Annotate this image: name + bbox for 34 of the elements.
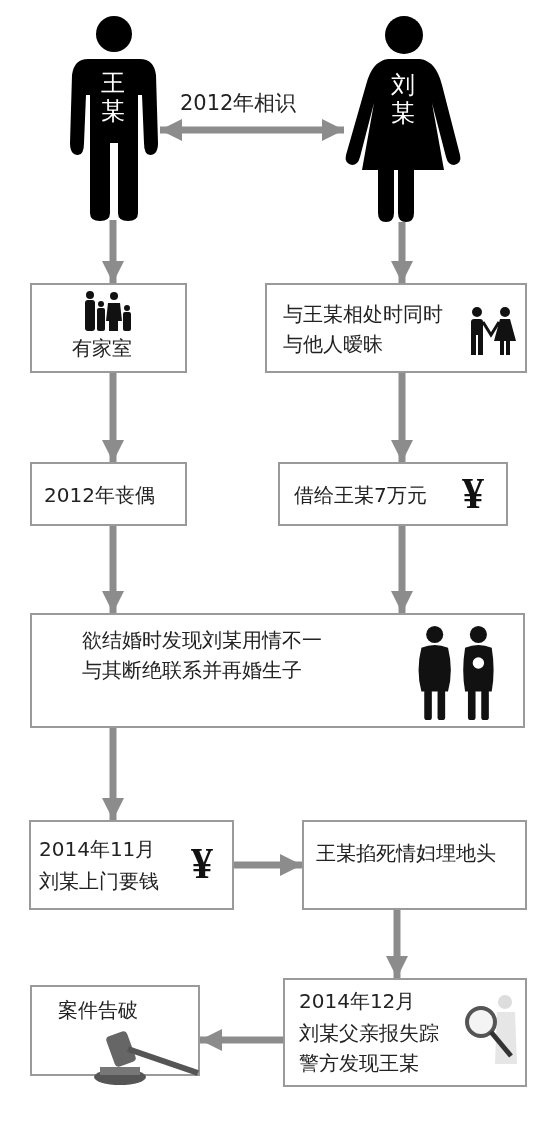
step-box bbox=[30, 283, 187, 373]
step-text: 刘某上门要钱 bbox=[39, 868, 160, 895]
step-box bbox=[278, 462, 508, 526]
step-box bbox=[283, 978, 527, 1087]
step-text: 2012年丧偶 bbox=[44, 482, 156, 509]
step-box bbox=[302, 820, 527, 910]
arrow bbox=[385, 910, 409, 978]
arrow bbox=[390, 526, 414, 613]
step-text: 有家室 bbox=[72, 335, 133, 362]
arrow bbox=[200, 1028, 283, 1052]
yuan-sign: ¥ bbox=[462, 472, 484, 516]
step-text: 刘某父亲报失踪警方发现王某 bbox=[299, 1020, 440, 1077]
arrow bbox=[390, 373, 414, 462]
step-text: 2014年11月 bbox=[39, 836, 157, 863]
step-text: 欲结婚时发现刘某用情不一与其断绝联系并再婚生子 bbox=[82, 627, 323, 684]
step-box bbox=[265, 283, 527, 373]
step-text: 案件告破 bbox=[58, 997, 139, 1024]
arrow bbox=[101, 220, 125, 283]
arrow bbox=[234, 853, 302, 877]
figure-label: 刘某 bbox=[390, 71, 416, 127]
arrow bbox=[101, 728, 125, 820]
step-text: 王某掐死情妇埋地头 bbox=[316, 840, 497, 867]
step-box bbox=[29, 820, 234, 910]
arrow bbox=[101, 526, 125, 613]
step-box bbox=[30, 613, 525, 728]
step-box bbox=[30, 462, 187, 526]
yuan-sign: ¥ bbox=[191, 842, 213, 886]
figure-label: 王某 bbox=[100, 69, 126, 125]
step-text: 与王某相处时同时与他人暧昧 bbox=[283, 301, 444, 358]
step-text: 借给王某7万元 bbox=[294, 482, 428, 509]
step-text: 2014年12月 bbox=[299, 988, 417, 1015]
arrow bbox=[390, 222, 414, 283]
arrow bbox=[101, 373, 125, 462]
arrow bbox=[160, 118, 344, 142]
